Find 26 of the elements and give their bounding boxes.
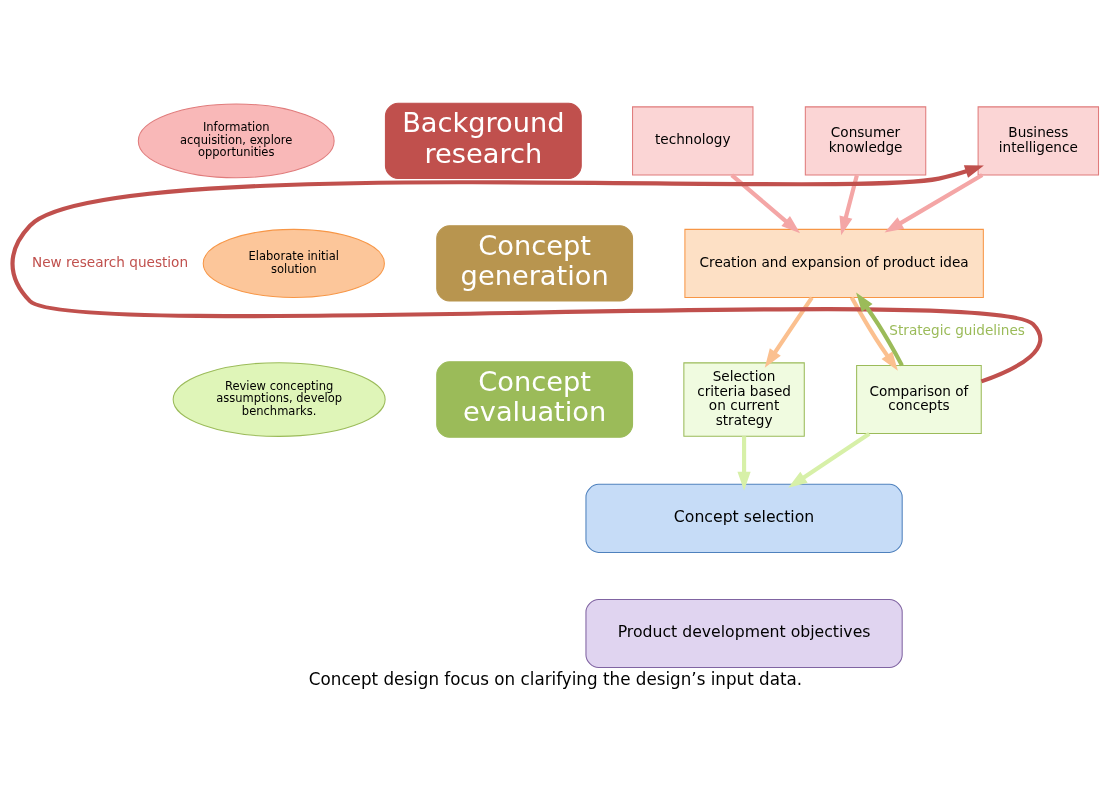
arrow	[849, 296, 898, 371]
edge-label: Strategic guidelines	[889, 322, 1025, 339]
arrow	[856, 292, 904, 367]
node-box: Business intelligence	[977, 106, 1100, 176]
node-box: Consumer knowledge	[804, 106, 927, 176]
node-box: Product development objectives	[585, 599, 903, 669]
arrow	[10, 165, 1041, 384]
node-box: Concept selection	[585, 483, 903, 553]
arrow	[884, 173, 984, 233]
node-box: Concept generation	[436, 225, 634, 302]
arrow	[730, 173, 801, 234]
node-ellipse: Elaborate initial solution	[202, 228, 385, 298]
node-ellipse: Information acquisition, explore opportunities	[137, 103, 335, 179]
arrow	[737, 436, 751, 491]
edge-label: New research question	[32, 253, 189, 270]
node-box: Creation and expansion of product idea	[684, 228, 984, 298]
node-box: Comparison of concepts	[856, 364, 982, 435]
node-box: Selection criteria based on current strategy	[683, 362, 805, 437]
arrow	[839, 174, 859, 236]
node-box: Background research	[384, 102, 582, 180]
arrow	[788, 431, 871, 488]
node-ellipse: Review concepting assumptions, develop benchmarks.	[172, 362, 386, 437]
node-box: Concept evaluation	[436, 361, 634, 438]
node-box: technology	[632, 106, 754, 176]
caption: Concept design focus on clarifying the design’s input data.	[308, 669, 803, 690]
arrow	[764, 296, 814, 368]
